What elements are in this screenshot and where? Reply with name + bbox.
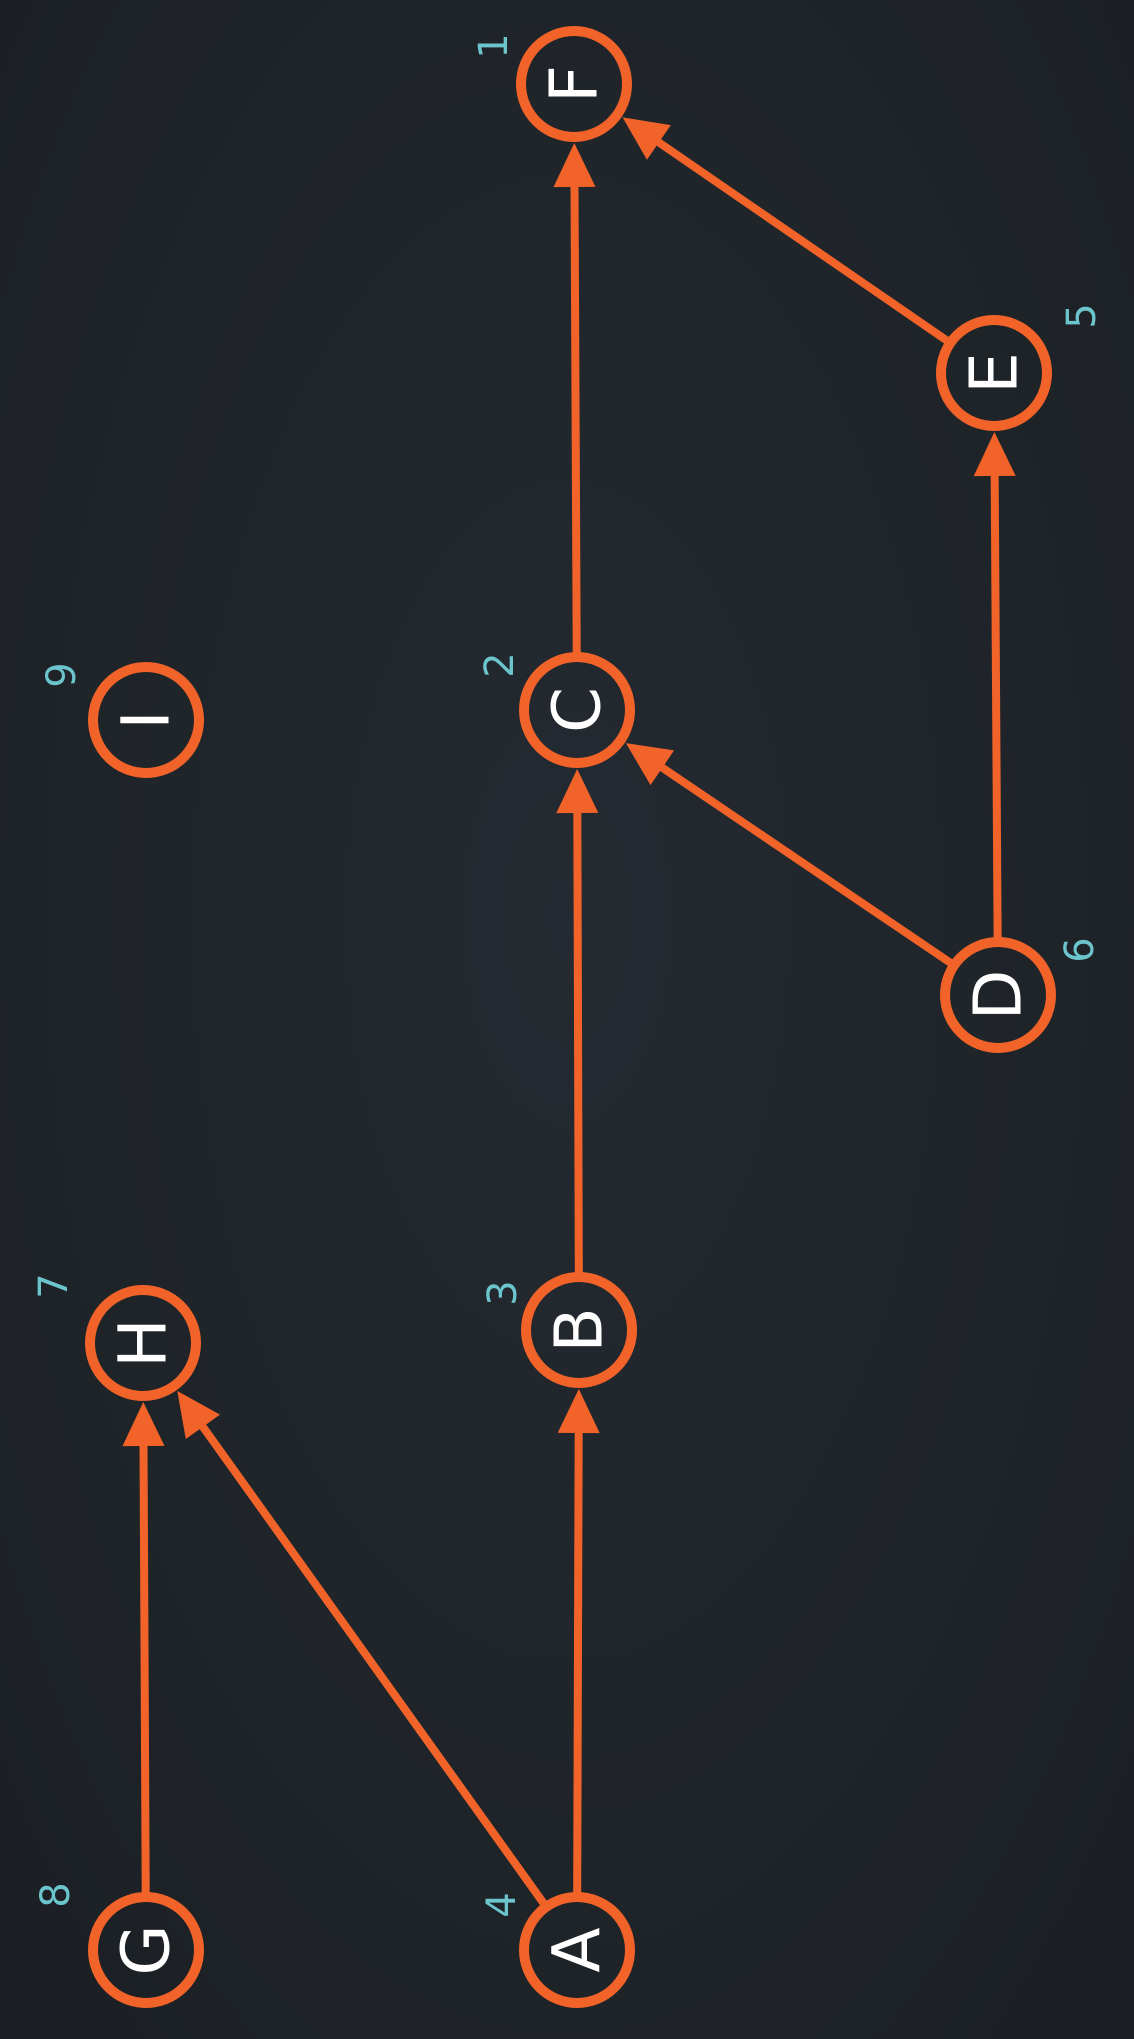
node-label: A xyxy=(539,1927,616,1972)
node-ring xyxy=(519,652,635,768)
node-order-number: 3 xyxy=(480,1280,526,1305)
node-g: G8 xyxy=(33,1882,204,2008)
edge-e-to-f xyxy=(622,117,950,344)
node-order-number: 6 xyxy=(1057,937,1103,962)
node-order-number: 8 xyxy=(33,1882,79,1907)
node-order-number: 4 xyxy=(479,1892,525,1917)
edge-line xyxy=(990,473,1002,939)
edge-d-to-c xyxy=(625,743,954,967)
arrowhead xyxy=(625,743,675,786)
arrowhead xyxy=(556,769,599,814)
node-label: E xyxy=(956,352,1033,394)
edges-layer xyxy=(122,117,1016,1906)
node-ring xyxy=(521,1272,637,1388)
arrowhead xyxy=(622,117,671,160)
node-label: D xyxy=(960,970,1037,1021)
node-ring xyxy=(85,1285,201,1401)
edge-line xyxy=(654,137,950,344)
arrowhead xyxy=(973,432,1016,477)
node-label: B xyxy=(541,1307,618,1352)
node-ring xyxy=(940,937,1056,1053)
edge-line xyxy=(573,1430,583,1894)
node-ring xyxy=(88,662,204,778)
node-order-number: 7 xyxy=(31,1273,77,1298)
node-ring xyxy=(88,1892,204,2008)
edge-line xyxy=(658,763,954,967)
node-b: B3 xyxy=(480,1272,637,1388)
edge-c-to-f xyxy=(553,143,596,654)
node-ring xyxy=(516,26,632,142)
edge-d-to-e xyxy=(973,432,1016,939)
node-ring xyxy=(519,1892,635,2008)
arrowhead xyxy=(177,1391,220,1439)
node-order-number: 1 xyxy=(471,33,517,58)
edge-a-to-h xyxy=(177,1391,548,1906)
node-label: G xyxy=(108,1924,185,1975)
arrowhead xyxy=(122,1402,165,1447)
node-label: H xyxy=(105,1318,182,1368)
edge-line xyxy=(573,810,583,1274)
edge-b-to-c xyxy=(556,769,599,1274)
arrowhead xyxy=(553,143,596,188)
node-e: E5 xyxy=(936,303,1105,431)
edge-line xyxy=(139,1443,150,1894)
node-order-number: 2 xyxy=(477,652,523,677)
node-h: H7 xyxy=(31,1273,201,1401)
edge-a-to-b xyxy=(557,1389,600,1894)
node-a: A4 xyxy=(479,1892,635,2008)
node-c: C2 xyxy=(477,652,635,768)
node-label: F xyxy=(536,65,613,103)
edge-line xyxy=(570,184,581,654)
arrowhead xyxy=(557,1389,600,1434)
node-i: I9 xyxy=(39,662,204,778)
node-f: F1 xyxy=(471,26,632,142)
node-label: I xyxy=(108,710,185,729)
node-ring xyxy=(936,315,1052,431)
node-d: D6 xyxy=(940,937,1103,1053)
edge-line xyxy=(198,1422,548,1906)
node-order-number: 9 xyxy=(39,662,85,687)
node-order-number: 5 xyxy=(1059,303,1105,328)
edge-g-to-h xyxy=(122,1402,165,1894)
node-label: C xyxy=(539,687,616,733)
